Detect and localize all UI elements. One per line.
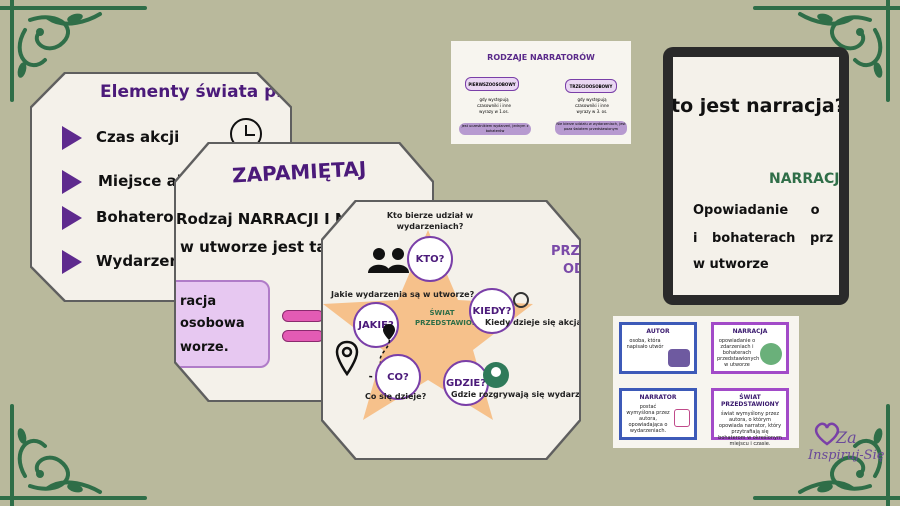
slide4-third-note: Nie bierze udziału w wydarzeniach, jest … [555, 121, 627, 135]
arrow-icon [62, 126, 82, 150]
gdzie-bubble: GDZIE? [443, 360, 489, 406]
slide2-line1: Rodzaj NARRACJI I N [176, 210, 348, 228]
clock-small-icon [513, 292, 529, 308]
card-swiat: ŚWIAT PRZEDSTAWIONY świat wymyślony prze… [711, 388, 789, 447]
person-reading-icon [668, 349, 690, 367]
tablet-line1: Opowiadanie o [693, 203, 820, 218]
tablet: to jest narracja? NARRACJ Opowiadanie o … [663, 47, 849, 305]
slide-rodzaje-narratorow: RODZAJE NARRATORÓW PIERWSZOOSOBOWY TRZEC… [451, 41, 631, 144]
location-icon [483, 362, 509, 388]
logo-line1: Za [836, 428, 857, 447]
slide-swiat-przedstawiony: Kto bierze udział w wydarzeniach? PRZ OD… [321, 200, 581, 460]
slide3-header-2: OD [563, 262, 579, 277]
star-shape [323, 230, 533, 420]
co-bubble: CO? [375, 354, 421, 400]
logo-line2: Inspiruj-Się [808, 448, 885, 463]
equals-icon [282, 310, 324, 322]
corner-ornament-top-right [753, 0, 900, 102]
slide4-first-box: PIERWSZOOSOBOWY [465, 77, 519, 91]
equals-icon-lower [282, 330, 324, 342]
tablet-line2: i bohaterach prz [693, 231, 834, 246]
slide2-line2: w utworze jest tak [180, 238, 337, 256]
corner-ornament-bottom-right [753, 404, 900, 506]
question-co: Co się dzieje? [365, 392, 427, 401]
globe-icon [760, 343, 782, 365]
slide4-third-box: TRZECIOOSOBOWY [565, 79, 617, 93]
question-jakie: Jakie wydarzenia są w utworze? [331, 290, 475, 299]
tablet-screen: to jest narracja? NARRACJ Opowiadanie o … [673, 57, 839, 295]
question-kto: Kto bierze udział w wydarzeniach? [386, 211, 474, 231]
slide2-box: racja osobowa worze. [176, 280, 270, 368]
cards-panel: AUTOR osoba, która napisało utwór NARRAC… [613, 316, 799, 448]
corner-ornament-top-left [0, 0, 147, 102]
tablet-title: to jest narracja? [673, 95, 839, 117]
center-label: ŚWIAT PRZEDSTAWIONY [415, 309, 483, 327]
kiedy-bubble: KIEDY? [469, 288, 515, 334]
slide4-first-note: Jest uczestnikiem wydarzeń, jednym z boh… [459, 123, 531, 135]
slide2-title: ZAPAMIĘTAJ [231, 156, 367, 188]
people-icon [368, 248, 409, 273]
kto-bubble: KTO? [407, 236, 453, 282]
slide-zapamietaj: ZAPAMIĘTAJ Rodzaj NARRACJI I N w utworze… [174, 142, 434, 402]
slide4-third-desc: gdy występują czasowniki i inne wyrazy w… [575, 97, 609, 114]
tablet-subtitle: NARRACJ [769, 171, 839, 187]
arrow-icon [62, 250, 82, 274]
slide1-title: Elementy świata prz [100, 82, 290, 102]
heart-icon [814, 422, 840, 446]
card-narracja: NARRACJA opowiadanie o zdarzeniach i boh… [711, 322, 789, 374]
corner-ornament-bottom-left [0, 404, 147, 506]
arrow-icon [62, 170, 82, 194]
slide4-title: RODZAJE NARRATORÓW [487, 53, 595, 62]
card-narrator: NARRATOR postać wymyślona przez autora, … [619, 388, 697, 440]
speaker-icon [674, 409, 690, 427]
question-gdzie: Gdzie rozgrywają się wydarzenia [451, 390, 579, 399]
brand-logo: Za Inspiruj-Się [806, 422, 896, 468]
map-pin-icon [335, 340, 359, 376]
question-kiedy: Kiedy dzieje się akcja? [485, 318, 579, 327]
arrow-icon [62, 206, 82, 230]
card-autor: AUTOR osoba, która napisało utwór [619, 322, 697, 374]
tablet-line3: w utworze [693, 257, 769, 272]
slide4-first-desc: gdy występują czasowniki i inne wyrazy w… [477, 97, 511, 114]
slide3-header: PRZ [551, 244, 579, 259]
